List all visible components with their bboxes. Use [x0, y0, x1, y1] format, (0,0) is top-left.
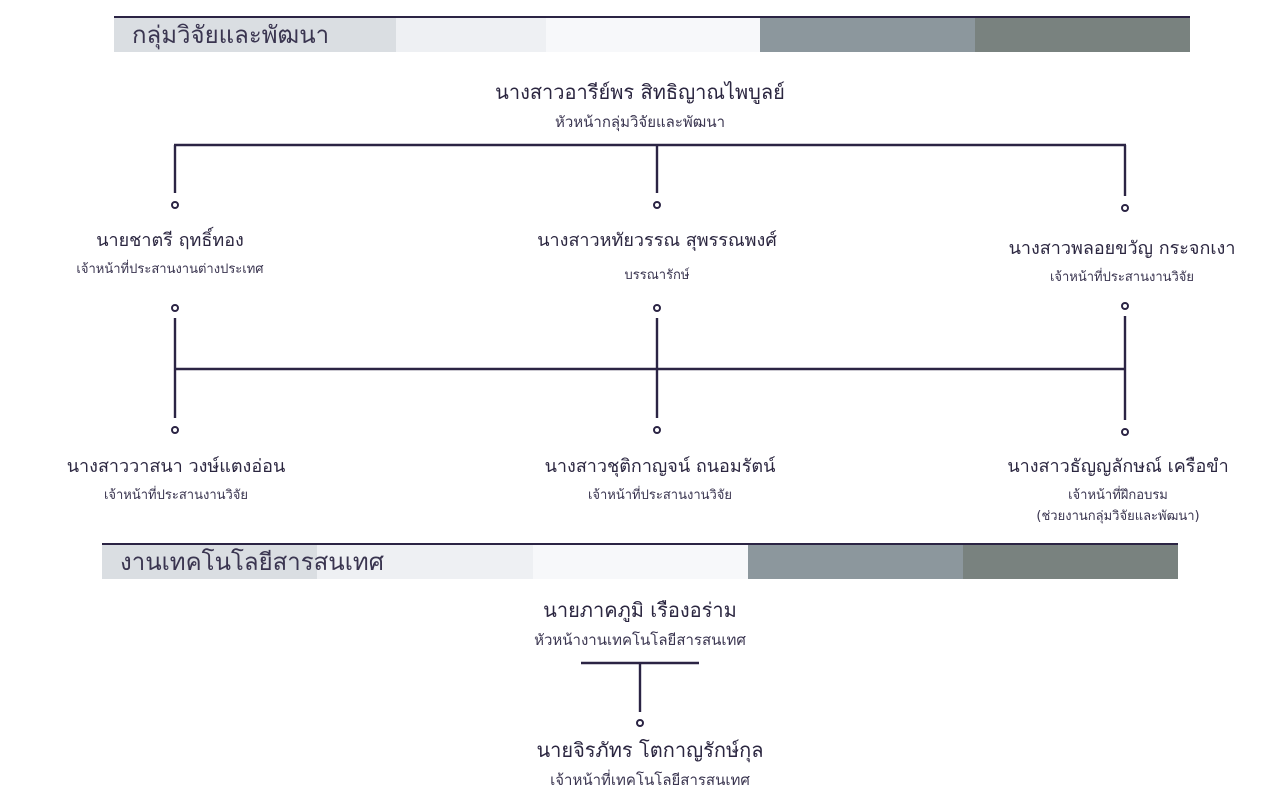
section-title: กลุ่มวิจัยและพัฒนา: [132, 21, 330, 49]
staff-node: นายจิรภัทร โตกาญรักษ์กุล เจ้าหน้าที่เทคโ…: [536, 734, 763, 792]
person-name: นายจิรภัทร โตกาญรักษ์กุล: [536, 738, 764, 762]
person-name: นางสาวพลอยขวัญ กระจกเงา: [1008, 238, 1236, 259]
connector-dot: [171, 426, 179, 434]
person-role: เจ้าหน้าที่เทคโนโลยีสารสนเทศ: [550, 771, 750, 789]
bar-segment: [748, 545, 963, 579]
connector-dot: [1121, 204, 1129, 212]
person-role-note: (ช่วยงานกลุ่มวิจัยและพัฒนา): [1036, 509, 1200, 524]
bar-segment: [317, 545, 533, 579]
connector-dot: [653, 426, 661, 434]
person-name: นายภาคภูมิ เรืองอร่าม: [543, 598, 737, 622]
bar-segment: [760, 18, 975, 52]
staff-node: นางสาวชุติกาญจน์ ถนอมรัตน์ เจ้าหน้าที่ปร…: [545, 451, 776, 505]
section-bar-it: งานเทคโนโลยีสารสนเทศ: [102, 543, 1178, 579]
bar-segment: [963, 545, 1178, 579]
person-name: นางสาวหทัยวรรณ สุพรรณพงศ์: [537, 230, 777, 251]
bar-segment: [975, 18, 1190, 52]
staff-node: นางสาวธัญญลักษณ์ เครือขำ เจ้าหน้าที่ฝึกอ…: [1007, 451, 1228, 526]
person-role: เจ้าหน้าที่ประสานงานวิจัย: [587, 488, 733, 503]
connector-dot: [1121, 428, 1129, 436]
bar-segment: [102, 545, 317, 579]
connector-dot: [653, 304, 661, 312]
bar-segment: [533, 545, 748, 579]
connector-dot: [653, 201, 661, 209]
person-role: เจ้าหน้าที่ประสานงานวิจัย: [103, 488, 249, 503]
staff-node: นายชาตรี ฤทธิ์ทอง เจ้าหน้าที่ประสานงานต่…: [76, 225, 263, 279]
person-name: นายชาตรี ฤทธิ์ทอง: [96, 230, 244, 251]
head-research: นางสาวอารีย์พร สิทธิญาณไพบูลย์ หัวหน้ากล…: [495, 76, 785, 134]
person-role: หัวหน้ากลุ่มวิจัยและพัฒนา: [554, 113, 726, 131]
staff-node: นางสาววาสนา วงษ์แตงอ่อน เจ้าหน้าที่ประสา…: [67, 451, 286, 505]
person-name: นางสาววาสนา วงษ์แตงอ่อน: [66, 456, 286, 477]
bar-segment: [114, 18, 396, 52]
connector-dot: [636, 719, 644, 727]
connector-dot: [171, 201, 179, 209]
bar-segment: [396, 18, 546, 52]
person-role: เจ้าหน้าที่ประสานงานต่างประเทศ: [76, 262, 264, 277]
person-name: นางสาวอารีย์พร สิทธิญาณไพบูลย์: [495, 80, 785, 104]
connector-dot: [171, 304, 179, 312]
staff-node: นางสาวพลอยขวัญ กระจกเงา เจ้าหน้าที่ประสา…: [1009, 233, 1236, 287]
connector-dot: [1121, 302, 1129, 310]
head-it: นายภาคภูมิ เรืองอร่าม หัวหน้างานเทคโนโลย…: [534, 594, 746, 652]
person-role: เจ้าหน้าที่ฝึกอบรม: [1068, 488, 1168, 503]
bar-segment: [546, 18, 760, 52]
person-name: นางสาวชุติกาญจน์ ถนอมรัตน์: [544, 456, 776, 477]
person-role: เจ้าหน้าที่ประสานงานวิจัย: [1049, 270, 1195, 285]
section-title: งานเทคโนโลยีสารสนเทศ: [120, 548, 384, 576]
person-role: บรรณารักษ์: [624, 268, 690, 283]
person-name: นางสาวธัญญลักษณ์ เครือขำ: [1007, 456, 1229, 477]
section-bar-research: กลุ่มวิจัยและพัฒนา: [114, 16, 1190, 52]
staff-node: นางสาวหทัยวรรณ สุพรรณพงศ์ บรรณารักษ์: [537, 225, 777, 285]
person-role: หัวหน้างานเทคโนโลยีสารสนเทศ: [534, 631, 746, 649]
